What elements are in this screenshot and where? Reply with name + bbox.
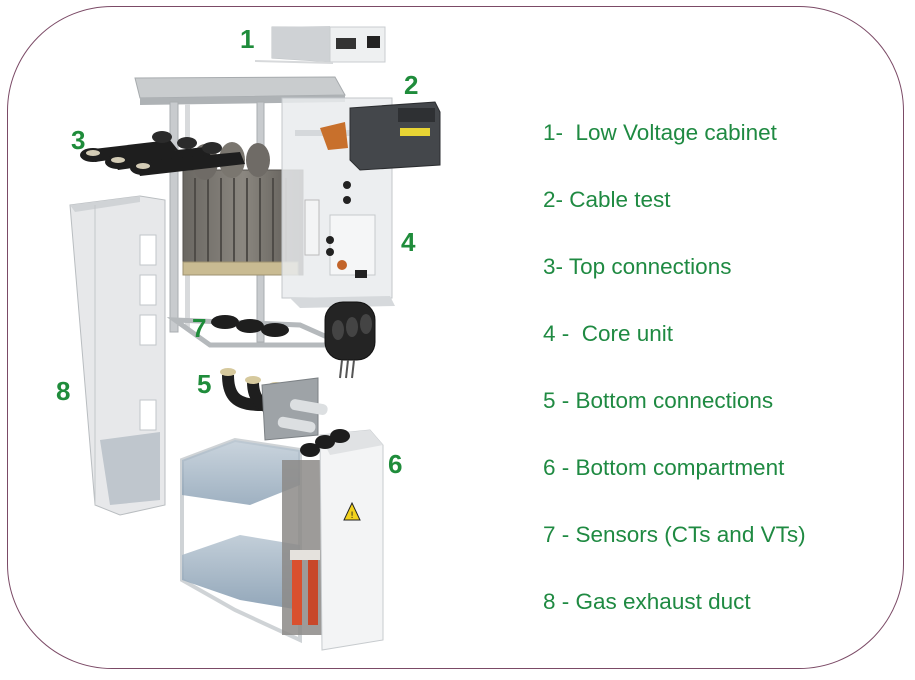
rounded-frame [7,6,904,669]
component-legend: 1- Low Voltage cabinet 2- Cable test 3- … [543,120,806,658]
sensors-ct-vt [211,301,376,379]
legend-item-cable-test: 2- Cable test [543,187,671,212]
callout-6: 6 [388,449,403,479]
callout-2: 2 [404,70,419,100]
low-voltage-cabinet [255,26,386,64]
switch-handle [336,38,356,49]
bottom-connections [220,368,328,441]
bottom-compartment: ! [180,429,384,651]
display-panel [367,36,380,48]
gas-exhaust-duct [69,195,166,516]
legend-item-low-voltage-cabinet: 1- Low Voltage cabinet [543,120,777,145]
legend-item-top-connections: 3- Top connections [543,254,732,279]
cable-test-unit [349,101,441,171]
svg-text:!: ! [350,511,354,521]
legend-item-core-unit: 4 - Core unit [543,321,674,346]
legend-item-sensors: 7 - Sensors (CTs and VTs) [543,522,806,547]
callout-7: 7 [192,313,207,343]
warning-triangle-icon: ! [343,501,361,521]
callout-3: 3 [71,125,86,155]
callout-5: 5 [197,369,212,399]
top-connections [80,131,245,176]
callout-4: 4 [401,227,416,257]
callout-1: 1 [240,24,255,54]
legend-item-gas-exhaust-duct: 8 - Gas exhaust duct [543,589,751,614]
legend-item-bottom-connections: 5 - Bottom connections [543,388,774,413]
callout-8: 8 [56,376,71,406]
legend-item-bottom-compartment: 6 - Bottom compartment [543,455,785,480]
